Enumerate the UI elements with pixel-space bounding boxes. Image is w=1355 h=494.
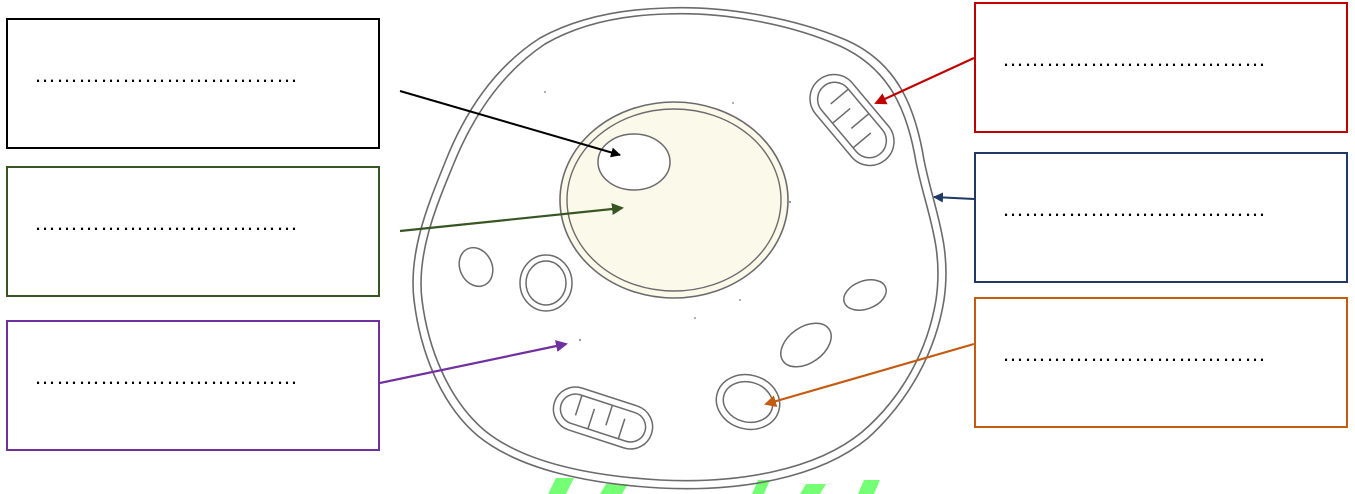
answer-blank-nucleolus: ……………………………… [34,62,298,88]
nucleus [560,102,788,298]
answer-blank-nucleus: ……………………………… [34,210,298,236]
arrow-nucleolus [400,91,620,155]
answer-blank-cytoplasm: ……………………………… [34,364,298,390]
arrow-mitochondria [876,58,974,103]
nucleolus [598,134,670,190]
label-box-vacuole[interactable]: ……………………………… [974,297,1348,428]
label-box-mitochondria[interactable]: ……………………………… [974,2,1348,133]
answer-blank-mitochondria: ……………………………… [1002,46,1266,72]
mitochondrion-upper [800,65,904,176]
answer-blank-vacuole: ……………………………… [1002,341,1266,367]
label-box-cell-membrane[interactable]: ……………………………… [974,152,1348,283]
label-box-cytoplasm[interactable]: ……………………………… [6,320,380,451]
arrow-cell-membrane [934,197,974,199]
vacuole-left [520,255,572,311]
label-box-nucleolus[interactable]: ……………………………… [6,18,380,149]
arrow-cytoplasm [380,344,566,383]
label-box-nucleus[interactable]: ……………………………… [6,166,380,297]
answer-blank-cell-membrane: ……………………………… [1002,196,1266,222]
mitochondrion-lower [548,381,659,454]
